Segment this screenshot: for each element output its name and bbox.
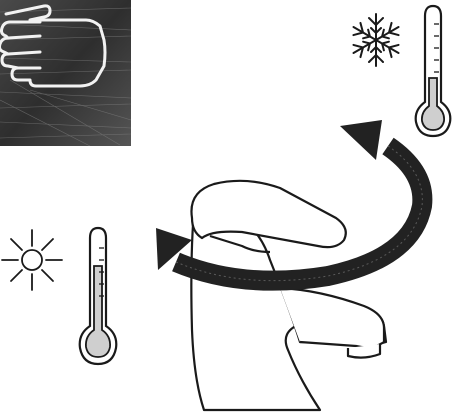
hand-panel xyxy=(0,0,131,146)
faucet-illustration xyxy=(150,110,450,414)
faucet-icon xyxy=(191,181,386,410)
sun-icon xyxy=(0,228,64,292)
rotation-arrowhead-cold xyxy=(340,120,382,160)
snowflake-icon xyxy=(346,10,406,70)
thermometer-warm-icon xyxy=(72,226,124,366)
